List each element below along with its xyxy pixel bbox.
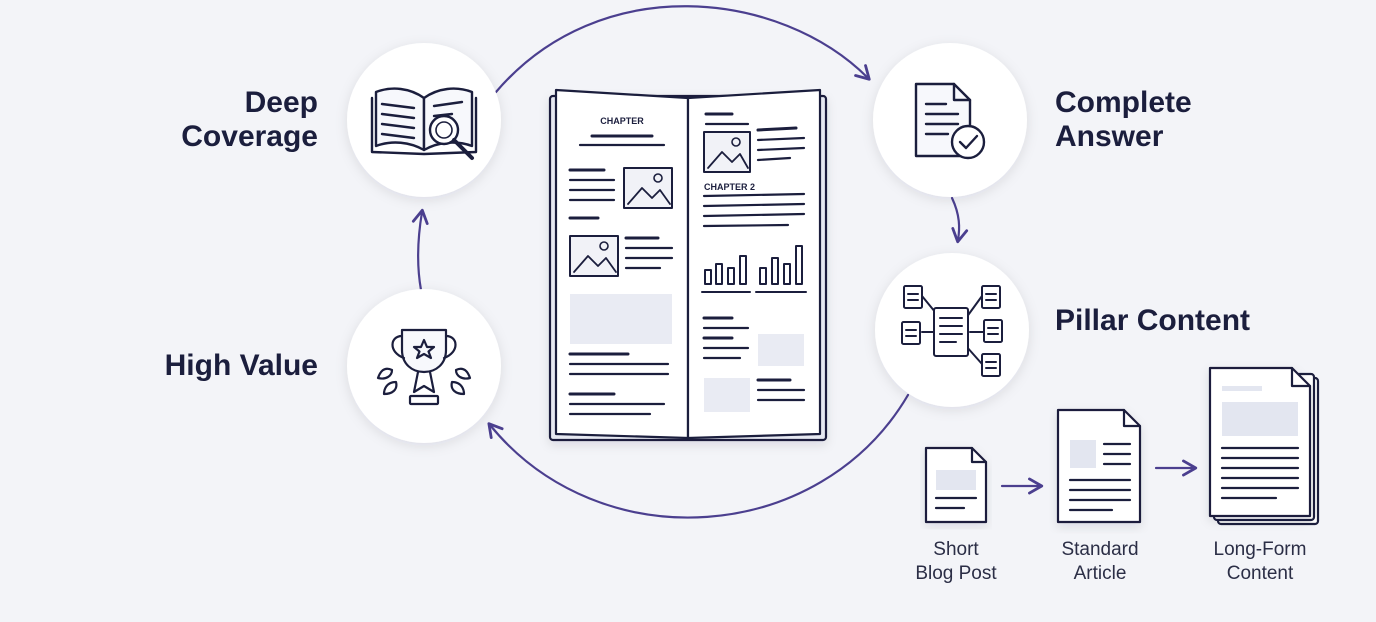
right-page [701,112,807,412]
arrow-deep-to-complete [494,5,871,94]
image-placeholder-icon [569,235,619,277]
short-blog-post-caption: Short Blog Post [915,539,997,584]
high-value-label: High Value [164,349,318,382]
content-progression [924,366,1320,526]
long-form-content-document-icon [1208,366,1320,526]
image-placeholder-icon [703,131,751,173]
document-checkmark-icon [914,82,986,160]
trophy-icon [376,328,472,406]
standard-article-caption: Standard Article [1061,539,1139,584]
arrow-pillar-to-high [487,393,910,519]
standard-article-document-icon [1056,408,1142,524]
complete-answer-label: Complete Answer [1055,86,1192,153]
pillar-content-label: Pillar Content [1055,304,1251,337]
book-left-heading: CHAPTER [600,116,644,126]
short-blog-post-document-icon [924,446,988,524]
bar-chart-icon [701,245,807,293]
cycle-arrows [411,5,969,519]
image-placeholder-icon [623,167,673,209]
open-book-magnifier-icon [370,87,478,160]
book-right-heading: CHAPTER 2 [704,182,755,192]
arrow-complete-to-pillar [950,196,969,244]
deep-coverage-label: Deep Coverage [181,86,318,153]
document-network-icon [901,285,1003,377]
central-open-book [548,88,828,442]
arrow-high-to-deep [411,208,429,292]
left-page [568,134,674,416]
long-form-content-caption: Long-Form Content [1213,539,1307,584]
